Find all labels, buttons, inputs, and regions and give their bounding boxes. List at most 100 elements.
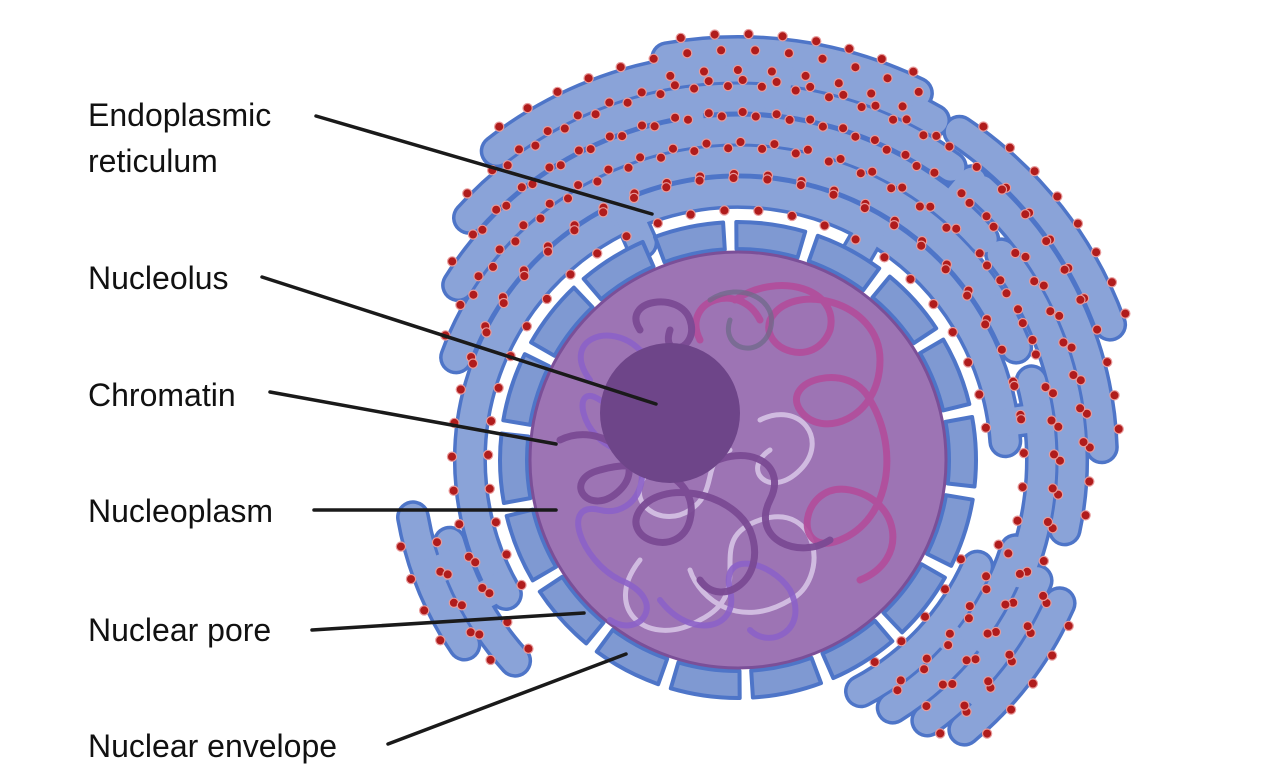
ribosome [996,344,1008,355]
nuclear-envelope-segment [734,219,808,260]
ribosome [682,48,693,59]
ribosome [1109,390,1120,401]
leader-line-nuclear-pore [310,611,586,632]
ribosome [766,66,778,77]
ribosome [490,517,502,528]
label-endoplasmic-reticulum-line2: reticulum [88,143,218,179]
ribosome [1012,304,1024,315]
ribosome [513,144,525,155]
ribosome [1022,621,1033,632]
chromatin-strand-grey [707,289,775,351]
ribosome [728,172,739,184]
ribosome [897,182,908,193]
er-junction [956,670,1005,718]
er-cisterna [444,116,997,299]
ribosome [869,656,880,668]
ribosome [501,200,512,211]
ribosome [604,97,615,108]
er-cisterna [442,146,1030,371]
ribosome [590,108,601,120]
ribosome [743,28,754,40]
ribosome [675,32,687,44]
ribosome [844,43,855,55]
ribosome [462,188,473,199]
nuclear-envelope-segment [537,574,606,646]
ribosome [753,205,764,216]
ribosome [1020,251,1031,263]
ribosome [777,31,788,42]
ribosome [703,107,715,119]
ribosome [435,635,446,646]
ribosome [990,626,1002,638]
ribosome [855,167,867,179]
ribosome [937,679,949,690]
ribosome [800,70,811,82]
ribosome [585,143,596,155]
ribosome [951,223,962,234]
ribosome [1038,280,1050,291]
ribosome [530,140,541,151]
ribosome [1040,235,1052,247]
ribosome [925,201,936,212]
ribosome [541,293,553,305]
label-nuclear-envelope: Nuclear envelope [88,728,337,764]
ribosome [869,134,881,146]
nucleolus [600,343,740,483]
ribosome [467,229,479,240]
er-cisterna [968,176,1116,461]
ribosome [474,629,485,640]
ribosome [484,483,495,494]
ribosome [769,138,780,150]
ribosome [982,628,993,639]
ribosome [698,66,710,77]
ribosome [971,161,982,173]
ribosome [1015,414,1027,425]
ribosome [1001,288,1012,299]
ribosome [1012,515,1023,526]
ribosome [838,89,849,101]
ribosome [881,144,892,155]
ribosome [1042,516,1054,528]
ribosome [522,102,533,114]
ribosome [456,600,468,611]
ribosome [900,149,911,161]
ribosome [1058,337,1069,348]
ribosome [1090,246,1102,258]
ribosome [510,236,521,247]
ribosome [1047,388,1059,399]
ribosome [1074,403,1086,414]
ribosome [811,36,822,47]
ribosome [961,290,973,301]
ribosome [395,541,407,552]
er-cisterna [945,118,1124,339]
er-envelope-link [615,201,655,257]
ribosome [771,108,782,120]
ribosome [980,422,992,433]
ribosome [1047,483,1058,494]
ribosome [572,110,584,121]
ribosome [482,449,494,461]
ribosome [964,600,976,612]
ribosome [995,275,1006,286]
ribosome [1046,415,1057,426]
ribosome [879,252,890,263]
ribosome [518,220,529,231]
ribosome [636,120,648,131]
ribosome [944,141,955,152]
ribosome [888,219,900,231]
ribosome [1053,421,1064,432]
ribosome [470,557,481,568]
ribosome [473,271,484,282]
ribosome [1027,678,1039,689]
label-nucleolus: Nucleolus [88,260,229,296]
ribosome [467,358,479,369]
ribosome [980,319,991,330]
ribosome [1020,209,1031,220]
ribosome [573,145,585,156]
ribosome [988,221,999,232]
ribosome [856,101,867,113]
ribosome [835,153,846,165]
ribosome [896,636,907,647]
ribosome [802,144,814,155]
